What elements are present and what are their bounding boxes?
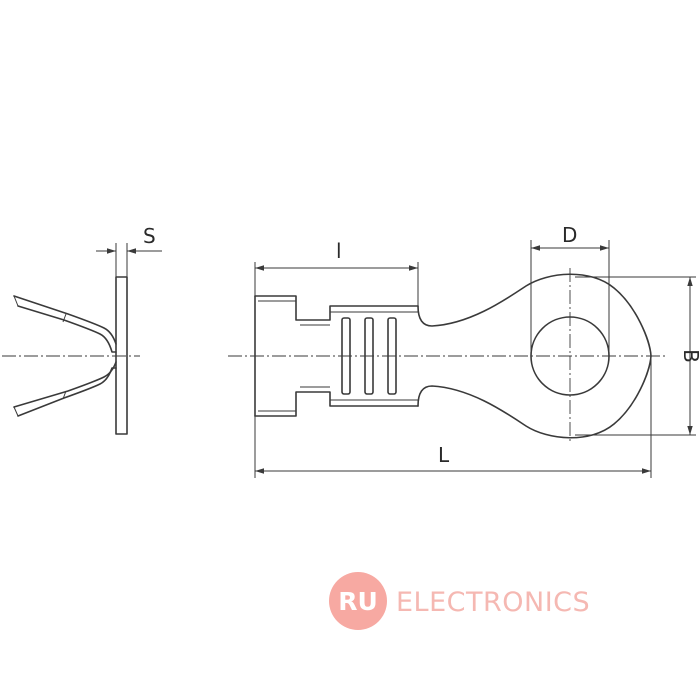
brand-name: ELECTRONICS [396, 587, 590, 618]
side-view-upper-wing-bottom [17, 305, 117, 353]
dimension-small-l-label: l [336, 239, 342, 263]
terminal-top-view: l D L B [228, 223, 700, 478]
brand-badge [329, 572, 387, 630]
ring-lower-contour [417, 355, 652, 439]
dimension-s-label: S [143, 224, 156, 248]
sleeve-top-edge [254, 295, 419, 321]
side-view-upper-wing-top [13, 295, 117, 345]
ring-upper-contour [417, 273, 652, 357]
dimension-b-label: B [679, 349, 700, 363]
brand-watermark: RU ELECTRONICS [329, 572, 590, 630]
dimension-big-l-label: L [438, 443, 450, 467]
side-view: S [2, 224, 162, 435]
dimension-d-label: D [562, 223, 577, 247]
side-view-lower-wing-top [17, 367, 117, 417]
brand-badge-text: RU [338, 587, 378, 616]
sleeve-bottom-edge [254, 391, 419, 417]
side-view-plate [115, 276, 128, 435]
